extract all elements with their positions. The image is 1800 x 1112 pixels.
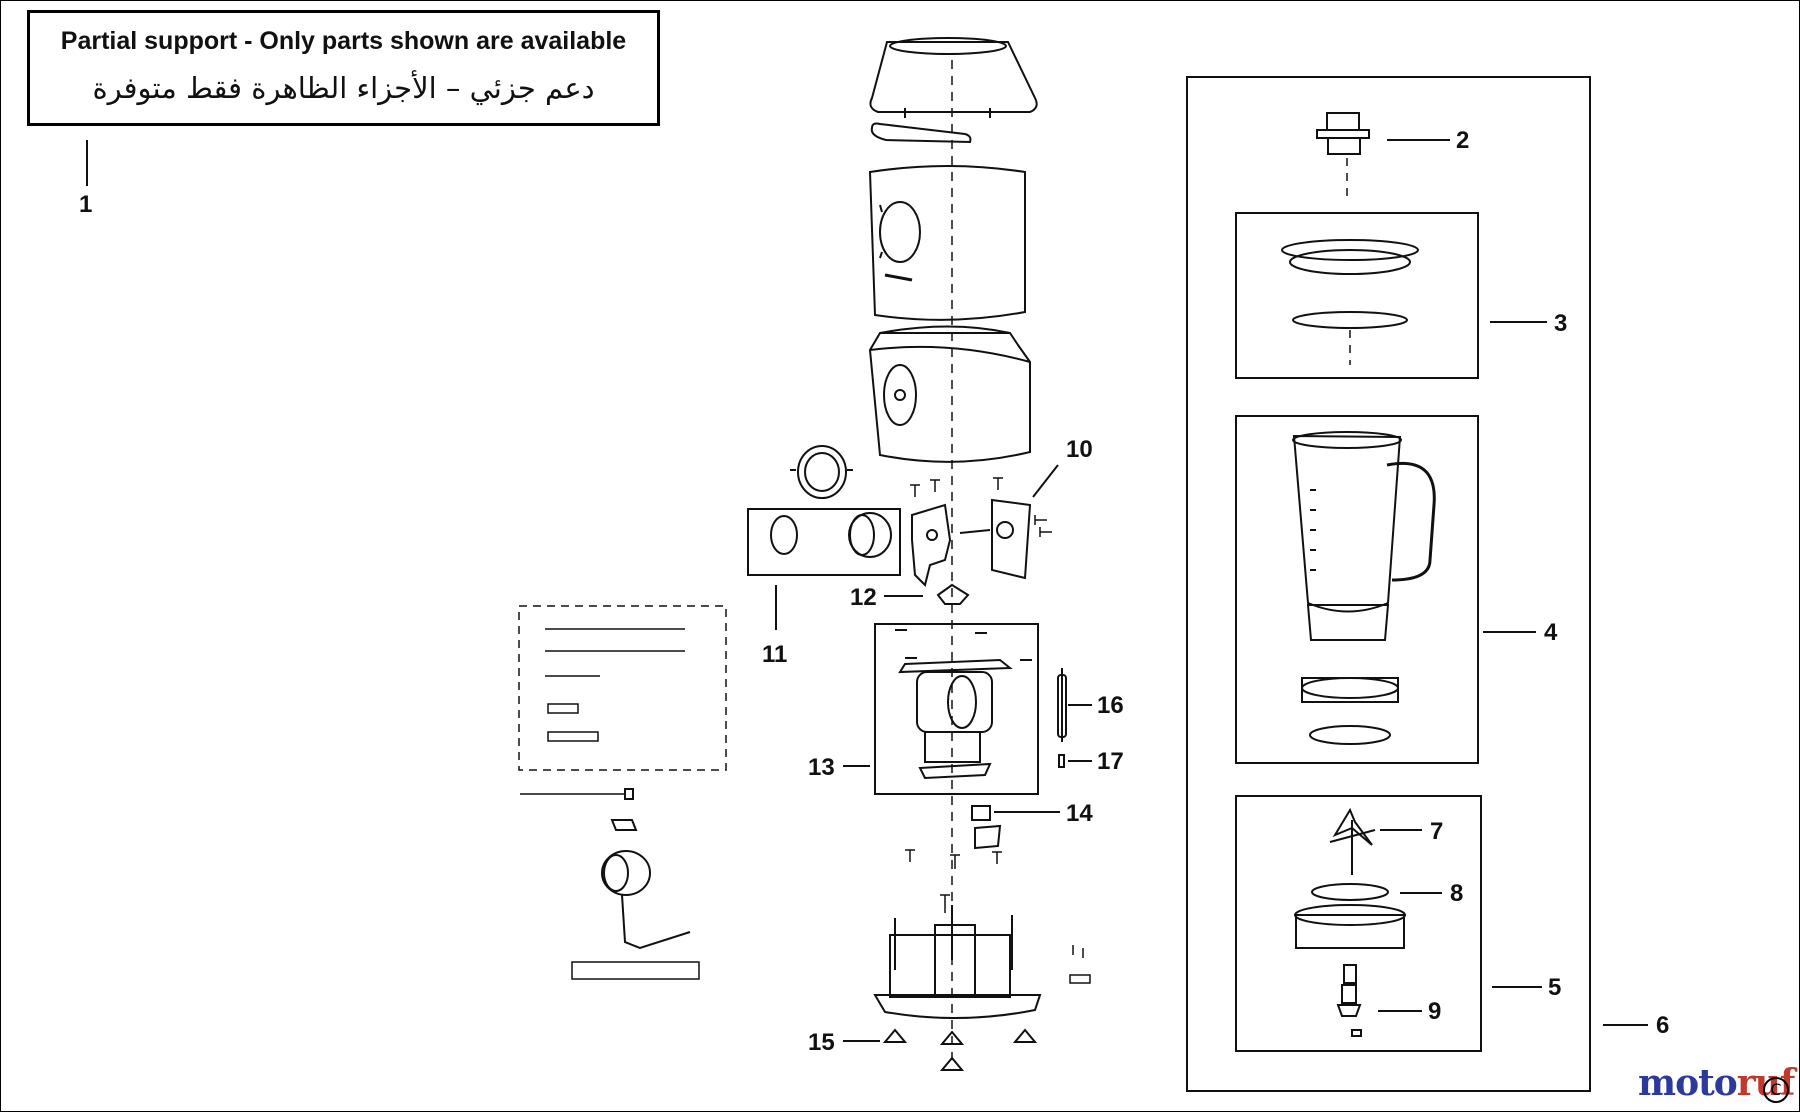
part-label-4: 4 [1544, 619, 1558, 646]
screws-drawing [910, 477, 1052, 537]
part-label-14: 14 [1066, 800, 1093, 827]
small-clip-drawing [1058, 754, 1065, 768]
jar-box [1235, 415, 1479, 764]
notice-english-text: Partial support - Only parts shown are a… [60, 27, 627, 55]
part-label-9: 9 [1428, 998, 1441, 1025]
motor-drawing [895, 629, 1032, 780]
blade-box [1235, 795, 1482, 1052]
base-screws-drawing [905, 849, 1091, 984]
leader-lines [86, 139, 1648, 1042]
gasket-strip-drawing [870, 122, 972, 144]
upper-housing-drawing [868, 165, 1026, 321]
lid-box [1235, 212, 1479, 379]
coupler-drawing [936, 583, 970, 605]
part-label-8: 8 [1450, 880, 1463, 907]
part-label-3: 3 [1554, 310, 1567, 337]
notice-arabic-text: دعم جزئي – الأجزاء الظاهرة فقط متوفرة [92, 71, 595, 105]
jar-drawing [1292, 431, 1436, 745]
part-label-13: 13 [808, 754, 835, 781]
part-label-10: 10 [1066, 436, 1093, 463]
copyright-icon: C [1763, 1077, 1789, 1103]
part-label-1: 1 [79, 191, 92, 218]
part-label-2: 2 [1456, 127, 1469, 154]
partial-support-notice: Partial support - Only parts shown are a… [27, 10, 660, 126]
base-drawing [873, 905, 1042, 1071]
cap-drawing [1316, 112, 1370, 155]
pcb-drawing [991, 498, 1032, 580]
knob-ring-drawing [790, 445, 853, 499]
jar-assembly-box [1186, 76, 1591, 1092]
power-cord-drawing [520, 788, 700, 980]
part-label-15: 15 [808, 1029, 835, 1056]
accessory-rods-drawing [545, 628, 685, 742]
watermark-text-a: moto [1638, 1062, 1738, 1104]
part-label-11: 11 [762, 641, 787, 668]
switch-box [747, 508, 901, 576]
micro-switch-drawing [971, 805, 991, 821]
motor-box [874, 623, 1039, 795]
top-lid-drawing [869, 37, 1038, 118]
part-label-7: 7 [1430, 818, 1443, 845]
accessory-box [518, 605, 727, 771]
part-label-6: 6 [1656, 1012, 1669, 1039]
part-label-5: 5 [1548, 974, 1561, 1001]
part-label-16: 16 [1097, 692, 1124, 719]
part-label-12: 12 [850, 584, 877, 611]
blade-assembly-drawing [1294, 807, 1406, 1037]
part-number-labels: 1 2 3 4 5 6 7 8 9 10 11 12 13 14 15 16 1… [79, 127, 1669, 1056]
part-label-17: 17 [1097, 748, 1124, 775]
motor-housing-drawing [868, 325, 1031, 463]
switch-bracket-drawing [911, 503, 952, 587]
